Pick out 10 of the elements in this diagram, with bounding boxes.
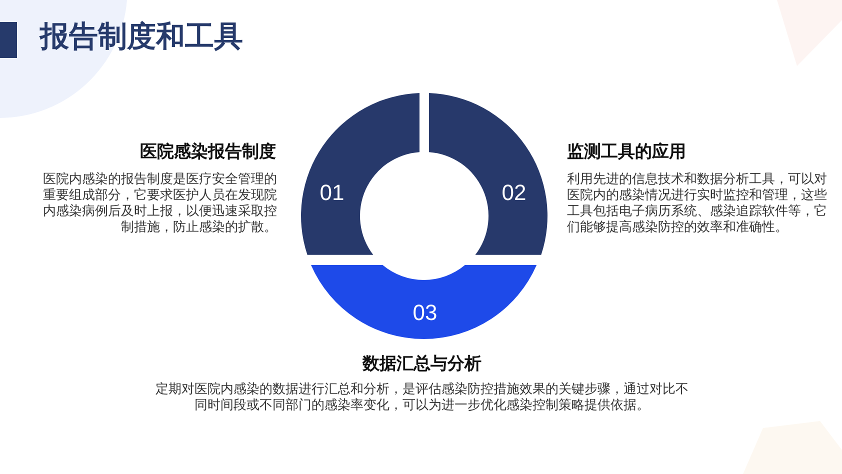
section-heading: 医院感染报告制度 <box>140 141 276 163</box>
section-description: 医院内感染的报告制度是医疗安全管理的重要组成部分，它要求医护人员在发现院内感染病例后及时上报，以便迅速采取控制措施，防止感染的扩散。 <box>42 172 277 236</box>
segment-number: 01 <box>320 180 344 205</box>
section-description: 利用先进的信息技术和数据分析工具，可以对医院内的感染情况进行实时监控和管理，这些工具包括电子病历系统、感染追踪软件等，它们能够提高感染防控的效率和准确性。 <box>567 172 828 236</box>
segment-number: 02 <box>502 180 526 205</box>
slide-title: 报告制度和工具 <box>40 18 243 55</box>
section-heading: 数据汇总与分析 <box>362 353 482 375</box>
section-description: 定期对医院内感染的数据进行汇总和分析，是评估感染防控措施效果的关键步骤，通过对比不同时间段或不同部门的感染率变化，可以为进一步优化感染控制策略提供依据。 <box>154 382 690 414</box>
section-heading: 监测工具的应用 <box>567 141 686 163</box>
segment-number: 03 <box>412 301 438 325</box>
